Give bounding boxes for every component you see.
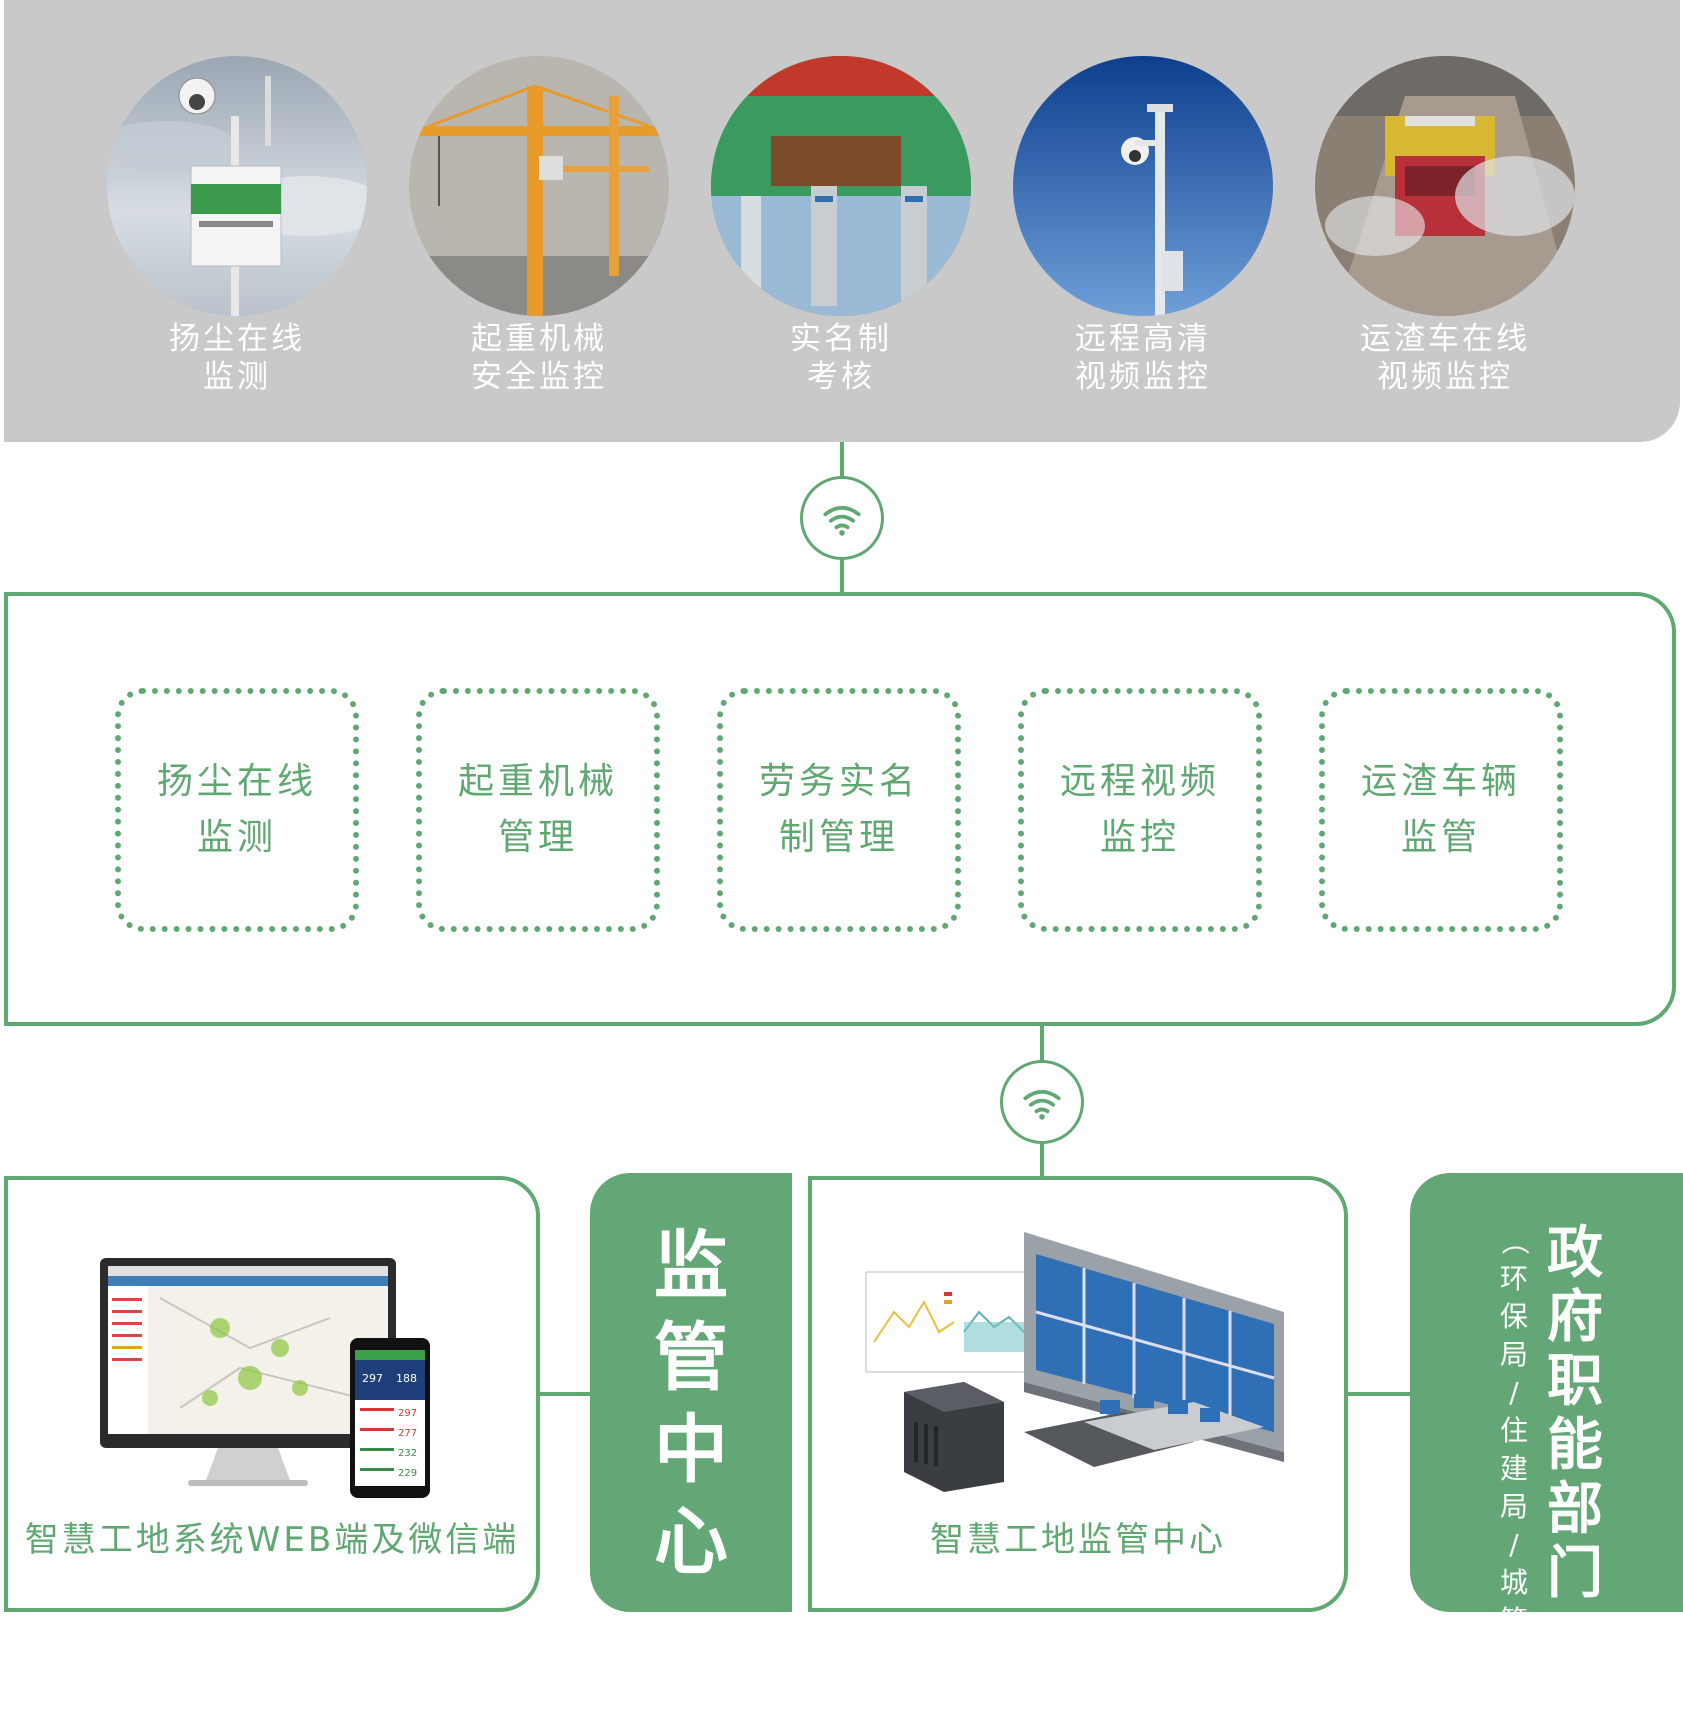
camera-pole-photo — [1013, 56, 1273, 316]
phone-number: 277 — [398, 1428, 417, 1439]
control-room-illustration — [865, 1232, 1284, 1492]
real-name-caption: 实名制 考核 — [790, 321, 892, 395]
remote-video-caption: 远程高清 视频监控 — [1075, 321, 1211, 395]
module-label: 起重机械 管理 — [457, 761, 618, 858]
phone-number: 297 — [398, 1408, 417, 1419]
supervision-center-block — [590, 1173, 792, 1612]
connector-web-to-center — [540, 1392, 590, 1396]
muck-truck-photo — [1315, 56, 1575, 316]
module-crane-management: 起重机械 管理 — [416, 688, 660, 932]
wifi-icon — [1000, 1060, 1084, 1144]
module-labor-real-name: 劳务实名 制管理 — [717, 688, 961, 932]
gov-department-block — [1410, 1173, 1683, 1612]
module-label: 运渣车辆 监管 — [1360, 761, 1521, 858]
platform-panel — [4, 592, 1676, 1026]
module-label: 扬尘在线 监测 — [156, 761, 317, 858]
crane-safety-caption: 起重机械 安全监控 — [471, 321, 607, 395]
wifi-icon — [800, 476, 884, 560]
phone-number: 188 — [396, 1372, 417, 1385]
module-label: 远程视频 监控 — [1059, 761, 1220, 858]
module-muck-vehicle: 运渣车辆 监管 — [1319, 688, 1563, 932]
dust-monitor-photo — [107, 56, 367, 316]
gov-department-subtitle: （ 环 保 局 / 住 建 局 / 城 管 局 ） — [1498, 1226, 1531, 1711]
module-label: 劳务实名 制管理 — [758, 761, 919, 858]
tower-crane-photo — [409, 56, 669, 316]
phone-number: 297 — [362, 1372, 383, 1385]
muck-truck-caption: 运渣车在线 视频监控 — [1360, 321, 1530, 395]
web-wechat-caption: 智慧工地系统WEB端及微信端 — [24, 1520, 520, 1560]
monitor-phone-illustration: 297 188 297 277 232 229 — [100, 1258, 430, 1498]
supervision-center-title: 监 管 中 心 — [654, 1223, 728, 1585]
gov-department-title: 政 府 职 能 部 门 — [1547, 1221, 1603, 1606]
module-remote-video: 远程视频 监控 — [1018, 688, 1262, 932]
phone-number: 232 — [398, 1448, 417, 1459]
module-dust-monitoring: 扬尘在线 监测 — [115, 688, 359, 932]
phone-number: 229 — [398, 1468, 417, 1479]
dust-monitor-caption: 扬尘在线 监测 — [169, 321, 305, 395]
turnstile-photo — [711, 56, 971, 316]
monitoring-center-caption: 智慧工地监管中心 — [930, 1520, 1226, 1560]
connector-center-to-gov — [1348, 1392, 1410, 1396]
